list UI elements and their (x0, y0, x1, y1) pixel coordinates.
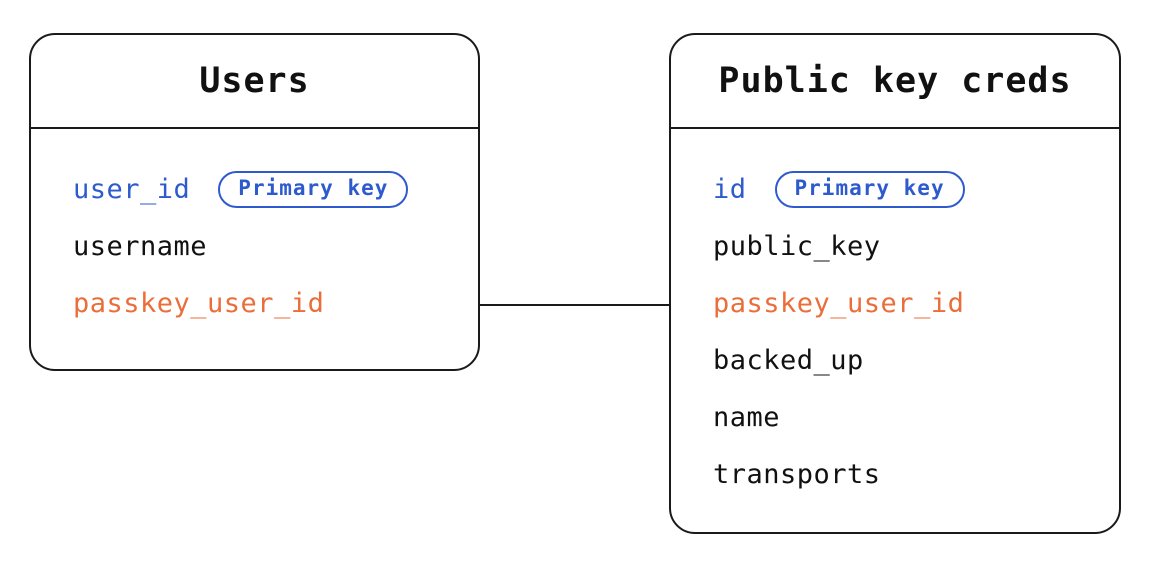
table-row: passkey_user_id (713, 275, 1119, 332)
field-name-username: username (73, 231, 208, 262)
table-row: name (713, 389, 1119, 446)
public-key-creds-table-body: id Primary key public_key passkey_user_i… (671, 129, 1119, 503)
field-name-name: name (713, 402, 781, 433)
table-row: backed_up (713, 332, 1119, 389)
field-name-backed-up: backed_up (713, 345, 864, 376)
public-key-creds-table: Public key creds id Primary key public_k… (669, 33, 1121, 534)
relationship-line (480, 304, 669, 306)
table-row: user_id Primary key (73, 161, 478, 218)
table-row: public_key (713, 218, 1119, 275)
field-name-passkey-user-id: passkey_user_id (73, 288, 325, 319)
public-key-creds-table-header: Public key creds (671, 35, 1119, 129)
public-key-creds-table-title: Public key creds (718, 61, 1072, 101)
field-name-transports: transports (713, 459, 881, 490)
field-name-public-key: public_key (713, 231, 881, 262)
field-name-passkey-user-id: passkey_user_id (713, 288, 965, 319)
table-row: transports (713, 446, 1119, 503)
table-row: passkey_user_id (73, 275, 478, 332)
users-table-title: Users (199, 61, 310, 101)
primary-key-badge: Primary key (218, 170, 409, 209)
users-table-header: Users (31, 35, 478, 129)
users-table: Users user_id Primary key username passk… (29, 33, 480, 371)
primary-key-badge: Primary key (774, 170, 965, 209)
field-name-user-id: user_id (73, 174, 191, 205)
field-name-id: id (713, 174, 747, 205)
users-table-body: user_id Primary key username passkey_use… (31, 129, 478, 332)
table-row: id Primary key (713, 161, 1119, 218)
table-row: username (73, 218, 478, 275)
